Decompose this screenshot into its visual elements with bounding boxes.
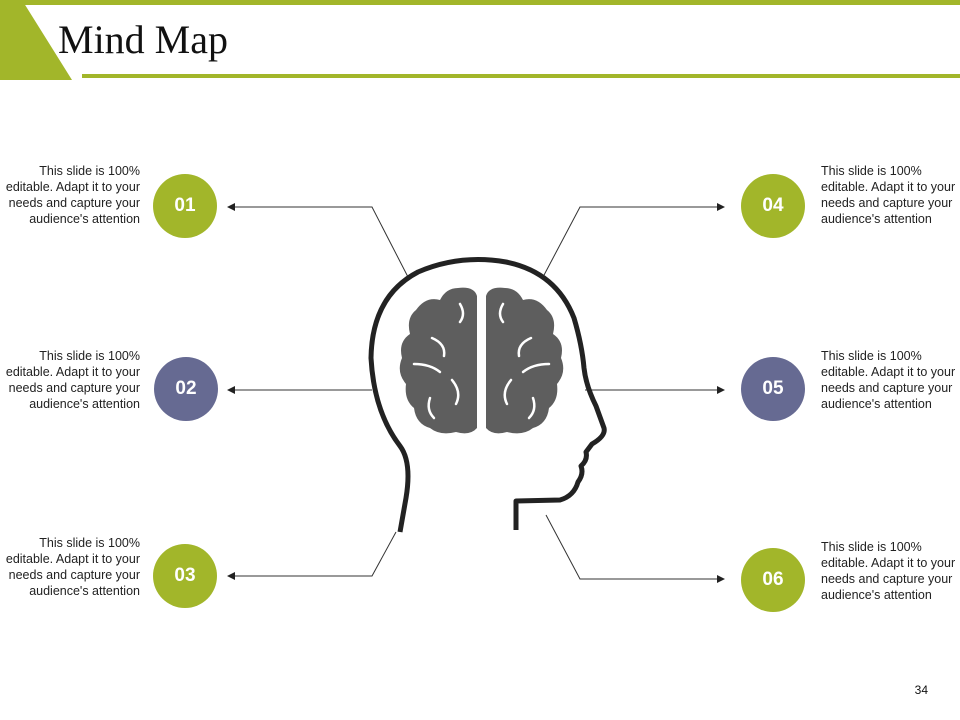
connector-06 (545, 514, 725, 583)
node-06-description: This slide is 100% editable. Adapt it to… (821, 540, 956, 602)
node-01: 01 (153, 174, 217, 238)
brain-left-hemisphere (399, 287, 477, 434)
node-02-description: This slide is 100% editable. Adapt it to… (5, 349, 140, 411)
node-06: 06 (741, 548, 805, 612)
node-01-description: This slide is 100% editable. Adapt it to… (5, 164, 140, 226)
node-04: 04 (741, 174, 805, 238)
top-accent-bar (0, 0, 960, 5)
node-05-description: This slide is 100% editable. Adapt it to… (821, 349, 956, 411)
node-04-description: This slide is 100% editable. Adapt it to… (821, 164, 956, 226)
connector-01 (227, 203, 409, 278)
node-03-description: This slide is 100% editable. Adapt it to… (5, 536, 140, 598)
node-03: 03 (153, 544, 217, 608)
node-02: 02 (154, 357, 218, 421)
node-05: 05 (741, 357, 805, 421)
connector-03 (227, 531, 397, 580)
head-outline (368, 257, 607, 533)
slide-title: Mind Map (58, 17, 228, 62)
brain-right-hemisphere (486, 287, 564, 434)
page-number: 34 (914, 683, 928, 697)
corner-triangle (0, 0, 72, 80)
connector-04 (542, 203, 725, 278)
title-underline (82, 74, 960, 78)
head-brain-icon (368, 257, 607, 533)
